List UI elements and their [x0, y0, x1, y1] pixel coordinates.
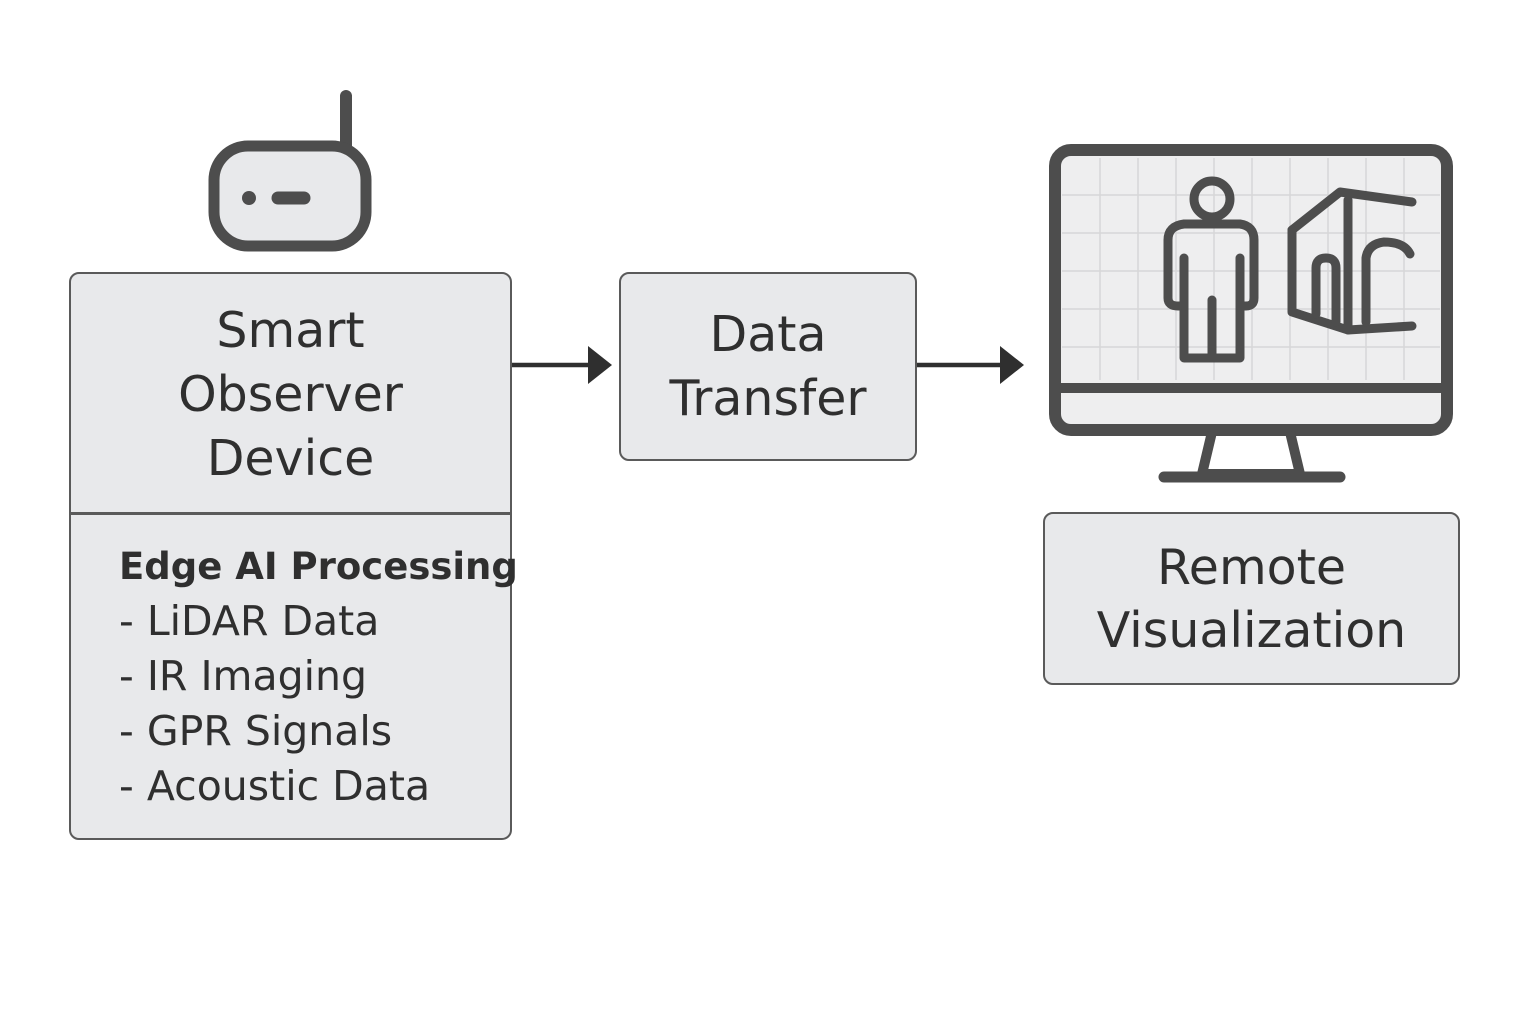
remote-visualization-box: Remote Visualization	[1043, 512, 1460, 685]
person-icon	[1163, 176, 1259, 363]
arrow-transfer-to-remote	[917, 346, 1024, 384]
transfer-title-line: Data	[709, 305, 827, 363]
device-title-line: Observer	[178, 366, 403, 423]
processing-item: - LiDAR Data	[119, 597, 380, 645]
monitor-person-building-icon	[1049, 144, 1453, 483]
processing-item: - Acoustic Data	[119, 762, 431, 810]
processing-heading: Edge AI Processing	[119, 545, 518, 588]
device-divider	[71, 512, 510, 515]
data-transfer-box: Data Transfer	[619, 272, 917, 461]
building-icon	[1287, 187, 1417, 335]
edge-processing-section: Edge AI Processing - LiDAR Data - IR Ima…	[119, 540, 518, 814]
arrow-device-to-transfer	[512, 346, 612, 384]
device-title-line: Device	[206, 430, 375, 487]
screen-grid	[1062, 158, 1440, 380]
remote-title-line: Remote	[1156, 538, 1347, 596]
device-title-line: Smart	[216, 302, 365, 359]
router-antenna-icon	[208, 90, 372, 252]
processing-item: - IR Imaging	[119, 652, 368, 700]
smart-observer-device-box: Smart Observer Device Edge AI Processing…	[69, 272, 518, 840]
device-title: Smart Observer Device	[71, 274, 510, 514]
processing-item: - GPR Signals	[119, 707, 393, 755]
remote-title-line: Visualization	[1096, 601, 1407, 659]
transfer-title-line: Transfer	[669, 369, 867, 427]
